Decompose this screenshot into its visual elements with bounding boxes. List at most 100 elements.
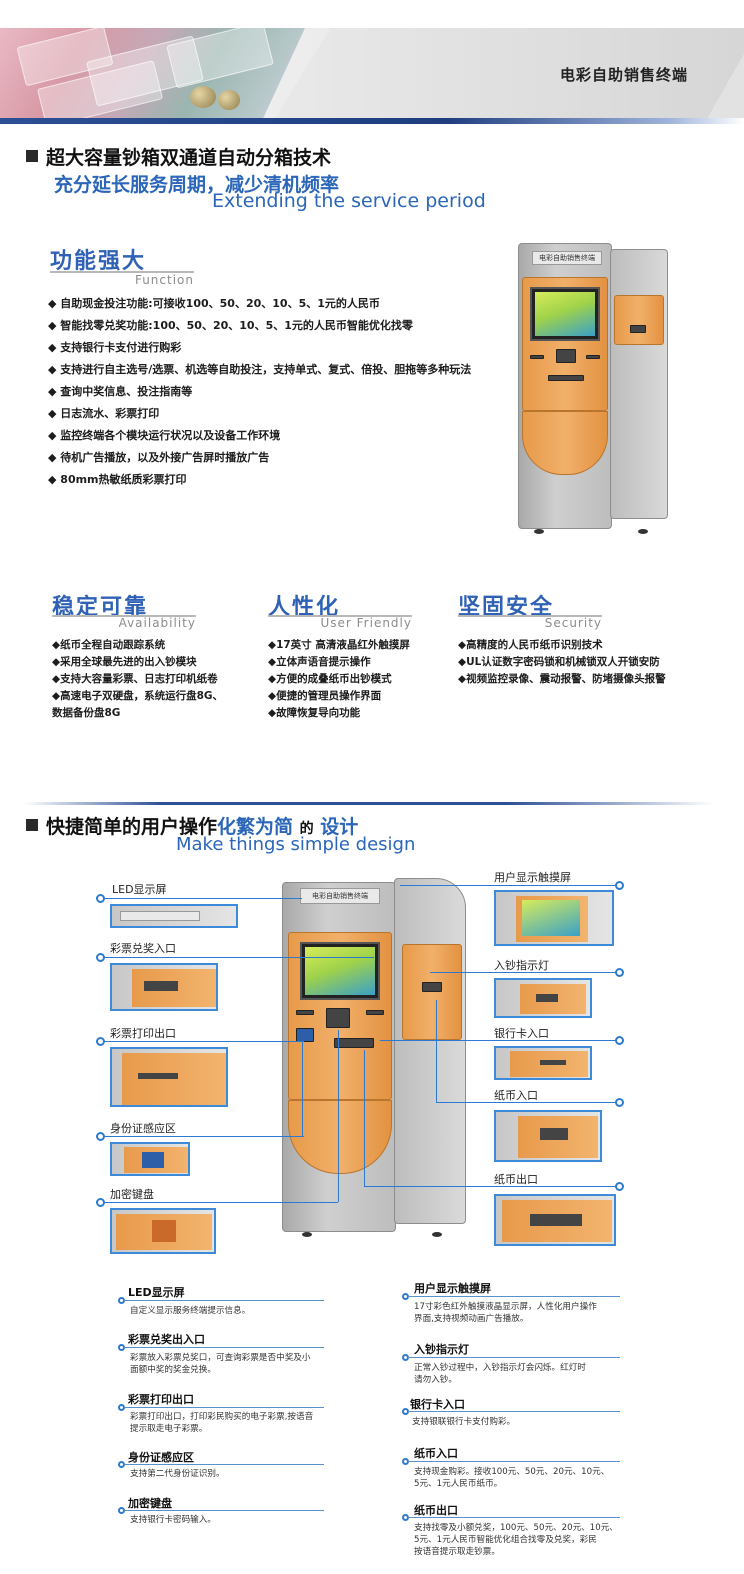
note-out-thumbnail bbox=[494, 1194, 616, 1246]
list-item: ◆支持大容量彩票、日志打印机纸卷 bbox=[52, 673, 218, 685]
list-item: 数据备份盘8G bbox=[52, 707, 121, 719]
callout-dot bbox=[615, 881, 624, 890]
desc-title: LED显示屏 bbox=[128, 1286, 185, 1299]
desc-title: 彩票打印出口 bbox=[128, 1393, 194, 1406]
desc-line bbox=[408, 1296, 620, 1297]
desc-line bbox=[408, 1461, 620, 1462]
list-item: ◆故障恢复导向功能 bbox=[268, 707, 361, 719]
kiosk-diagram-image: 电彩自助销售终端 bbox=[282, 878, 468, 1242]
kiosk-head-label: 电彩自助销售终端 bbox=[532, 251, 602, 265]
callout-touchscreen: 用户显示触摸屏 bbox=[494, 871, 571, 884]
desc-line bbox=[408, 1517, 620, 1518]
callout-dot bbox=[615, 1182, 624, 1191]
availability-list: ◆纸币全程自动跟踪系统 ◆采用全球最先进的出入钞模块 ◆支持大容量彩票、日志打印… bbox=[52, 637, 223, 722]
keypad-thumbnail bbox=[110, 1208, 216, 1254]
desc-text: 彩票打印出口，打印彩民购买的电子彩票,按语音 提示取走电子彩票。 bbox=[130, 1412, 314, 1434]
desc-title: 纸币出口 bbox=[414, 1504, 458, 1517]
function-title-en: Function bbox=[134, 273, 194, 287]
list-item: ◆ 80mm热敏纸质彩票打印 bbox=[48, 473, 187, 486]
callout-line bbox=[104, 957, 374, 958]
list-item: ◆立体声语音提示操作 bbox=[268, 656, 371, 668]
callout-ticket-print: 彩票打印出口 bbox=[110, 1027, 176, 1040]
callout-led: LED显示屏 bbox=[112, 883, 167, 896]
header-banner: 电彩自助销售终端 bbox=[0, 28, 744, 120]
security-list: ◆高精度的人民币纸币识别技术 ◆UL认证数字密码锁和机械锁双人开锁安防 ◆视频监… bbox=[458, 637, 666, 688]
function-underline bbox=[50, 271, 194, 273]
callout-line bbox=[104, 1136, 304, 1137]
list-item: ◆UL认证数字密码锁和机械锁双人开锁安防 bbox=[458, 656, 660, 668]
desc-line bbox=[408, 1411, 620, 1412]
touchscreen-thumbnail bbox=[494, 890, 614, 946]
security-underline bbox=[458, 615, 602, 617]
desc-line bbox=[408, 1357, 620, 1358]
callout-line bbox=[338, 1030, 339, 1202]
header-title-panel bbox=[274, 28, 744, 120]
header-accent-bar bbox=[0, 118, 744, 124]
section2-title-part: 设计 bbox=[320, 816, 359, 838]
section1-title: 超大容量钞箱双通道自动分箱技术 bbox=[46, 147, 332, 169]
function-list: ◆ 自助现金投注功能:可接收100、50、20、10、5、1元的人民币 ◆ 智能… bbox=[48, 293, 528, 491]
list-item: ◆ 自助现金投注功能:可接收100、50、20、10、5、1元的人民币 bbox=[48, 297, 380, 310]
header-title: 电彩自助销售终端 bbox=[559, 66, 688, 84]
note-in-thumbnail bbox=[494, 1110, 602, 1162]
desc-text: 正常入钞过程中，入钞指示灯会闪烁。红灯时 请勿入钞。 bbox=[414, 1363, 586, 1385]
section2-title-part: 的 bbox=[299, 821, 314, 837]
desc-text: 彩票放入彩票兑奖口，可查询彩票是否中奖及小 面额中奖的奖金兑换。 bbox=[130, 1353, 311, 1375]
availability-underline bbox=[52, 615, 196, 617]
section1-subtitle-cn: 充分延长服务周期，减少清机频率 bbox=[54, 174, 340, 196]
callout-id-card: 身份证感应区 bbox=[110, 1122, 176, 1135]
callout-ticket-redeem: 彩票兑奖入口 bbox=[110, 942, 176, 955]
user-friendly-title-en: User Friendly bbox=[320, 616, 412, 630]
desc-text: 自定义显示服务终端提示信息。 bbox=[130, 1306, 251, 1316]
section2-divider bbox=[24, 802, 714, 805]
function-title: 功能强大 bbox=[50, 249, 147, 274]
callout-bank-card: 银行卡入口 bbox=[494, 1027, 549, 1040]
list-item: ◆ 支持银行卡支付进行购彩 bbox=[48, 341, 182, 354]
callout-line bbox=[104, 898, 302, 899]
section2-title-part: 快捷简单的用户操作 bbox=[46, 816, 218, 838]
callout-line bbox=[104, 1041, 304, 1042]
square-bullet-icon bbox=[26, 150, 38, 162]
desc-line bbox=[124, 1300, 324, 1301]
desc-title: 纸币入口 bbox=[414, 1447, 458, 1460]
list-item: ◆方便的成叠纸币出钞模式 bbox=[268, 673, 392, 685]
user-friendly-underline bbox=[268, 615, 412, 617]
callout-line bbox=[436, 1000, 437, 1102]
callout-line bbox=[430, 972, 616, 973]
section2-subtitle-en: Make things simple design bbox=[176, 834, 416, 855]
desc-text: 支持银行卡密码输入。 bbox=[130, 1515, 216, 1525]
list-item: ◆ 智能找零兑奖功能:100、50、20、10、5、1元的人民币智能优化找零 bbox=[48, 319, 413, 332]
desc-title: 用户显示触摸屏 bbox=[414, 1282, 491, 1295]
callout-line bbox=[364, 1186, 616, 1187]
list-item: ◆ 待机广告播放，以及外接广告屏时播放广告 bbox=[48, 451, 270, 464]
desc-line bbox=[124, 1407, 324, 1408]
list-item: ◆ 日志流水、彩票打印 bbox=[48, 407, 160, 420]
list-item: ◆ 支持进行自主选号/选票、机选等自助投注，支持单式、复式、倍投、胆拖等多种玩法 bbox=[48, 363, 472, 376]
list-item: ◆17英寸 高清液晶红外触摸屏 bbox=[268, 639, 410, 651]
list-item: ◆ 监控终端各个模块运行状况以及设备工作环境 bbox=[48, 429, 281, 442]
section2-title-part: 化繁为简 bbox=[217, 816, 294, 838]
desc-text: 支持找零及小额兑奖，100元、50元、20元、10元、 5元、1元人民币智能优化… bbox=[414, 1523, 618, 1557]
section2-title: 快捷简单的用户操作化繁为简 的 设计 bbox=[46, 812, 358, 839]
section1-subtitle-en: Extending the service period bbox=[212, 190, 486, 212]
callout-note-in: 纸币入口 bbox=[494, 1089, 538, 1102]
list-item: ◆高速电子双硬盘，系统运行盘8G、 bbox=[52, 690, 223, 702]
desc-line bbox=[124, 1347, 324, 1348]
list-item: ◆视频监控录像、震动报警、防堵摄像头报警 bbox=[458, 673, 666, 685]
desc-text: 支持现金购彩。接收100元、50元、20元、10元、 5元、1元人民币纸币。 bbox=[414, 1467, 610, 1489]
callout-line bbox=[380, 1040, 616, 1041]
id-card-thumbnail bbox=[110, 1142, 190, 1176]
square-bullet-icon bbox=[26, 819, 38, 831]
callout-line bbox=[104, 1202, 338, 1203]
list-item: ◆采用全球最先进的出入钞模块 bbox=[52, 656, 197, 668]
kiosk-image: 电彩自助销售终端 bbox=[518, 243, 670, 539]
desc-title: 加密键盘 bbox=[128, 1497, 172, 1510]
list-item: ◆纸币全程自动跟踪系统 bbox=[52, 639, 166, 651]
led-thumbnail bbox=[110, 904, 238, 928]
availability-title-en: Availability bbox=[118, 616, 196, 630]
desc-title: 身份证感应区 bbox=[128, 1451, 194, 1464]
kiosk-head-label: 电彩自助销售终端 bbox=[300, 888, 380, 904]
desc-text: 17寸彩色红外触摸液晶显示屏，人性化用户操作 界面,支持视频动画广告播放。 bbox=[414, 1302, 597, 1324]
callout-cash-light: 入钞指示灯 bbox=[494, 959, 549, 972]
list-item: ◆ 查询中奖信息、投注指南等 bbox=[48, 385, 193, 398]
